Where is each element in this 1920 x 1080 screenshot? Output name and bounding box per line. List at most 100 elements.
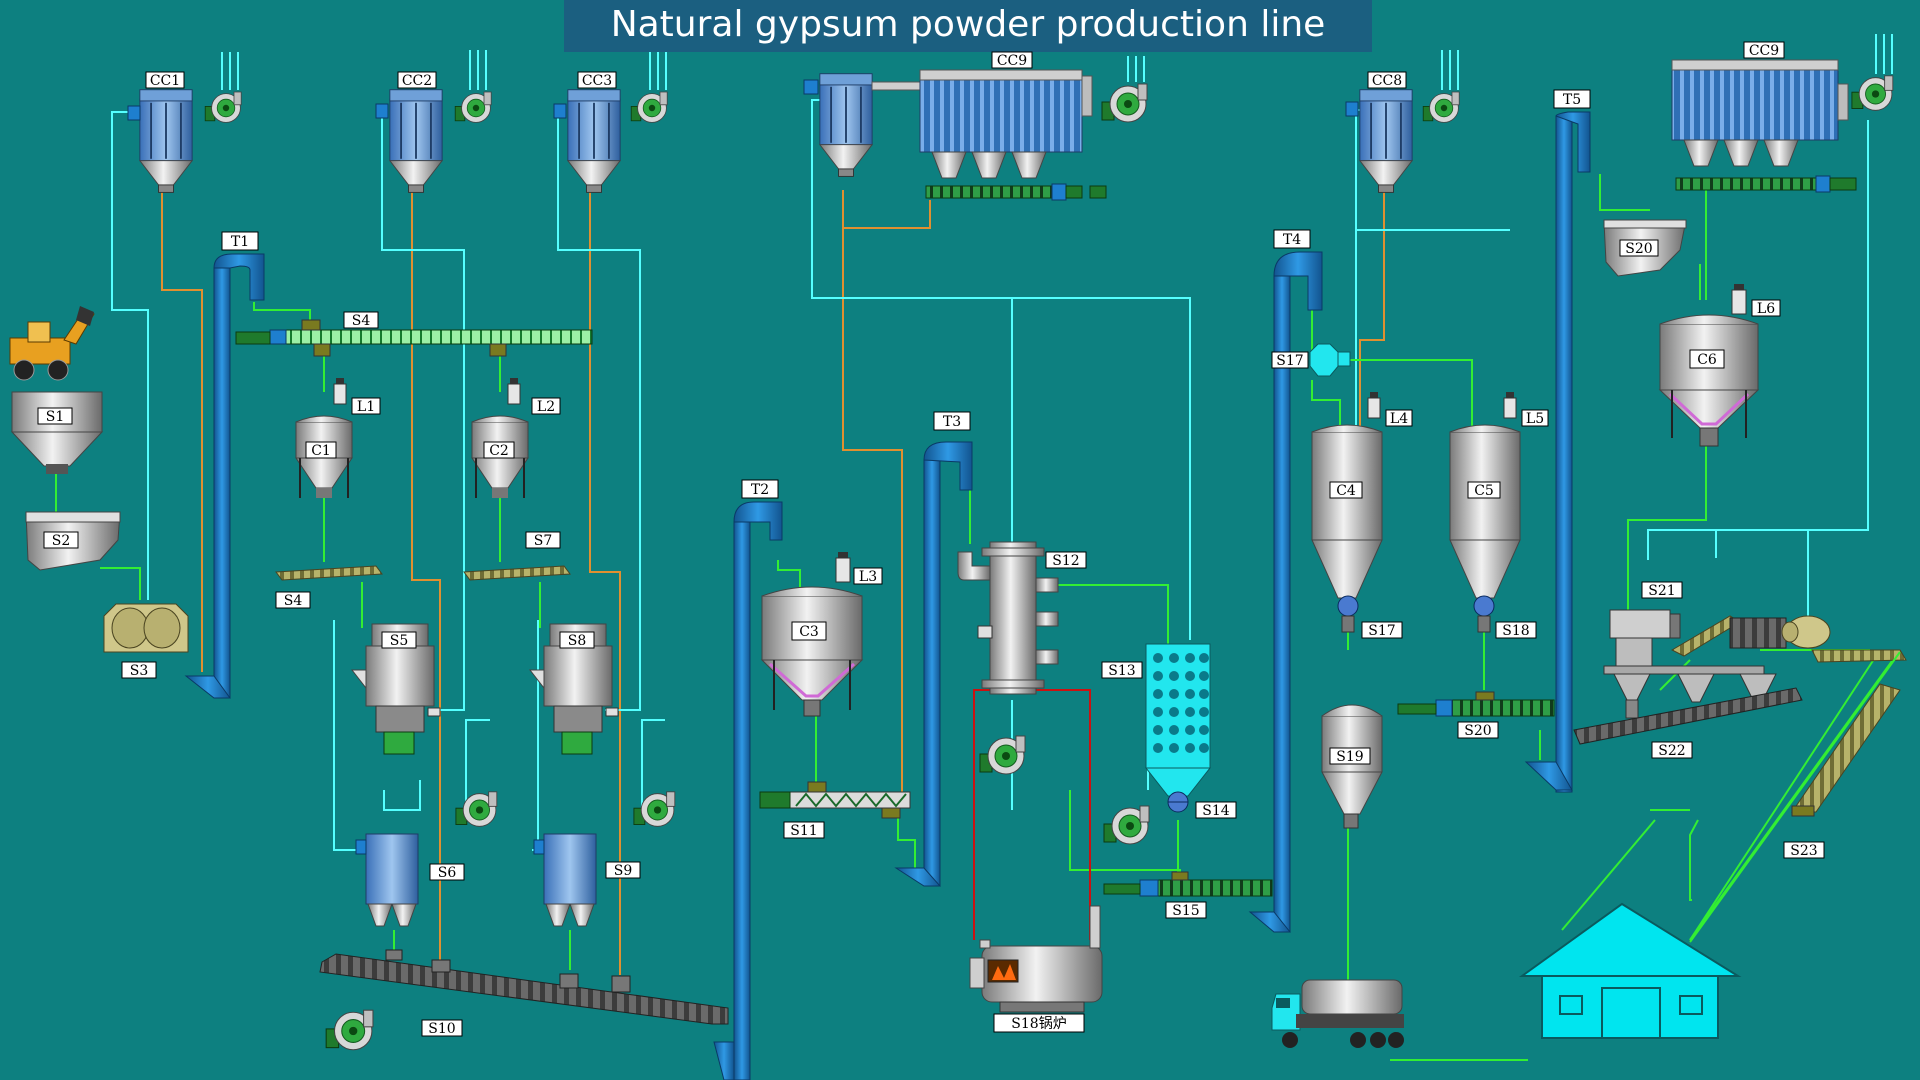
- chain-conveyor-s22: [1573, 687, 1803, 745]
- elevator-t1: [184, 253, 265, 699]
- label-s6: S6: [429, 863, 465, 881]
- label-s3: S3: [121, 661, 157, 679]
- silo-c5: [1449, 424, 1521, 633]
- svg-text:T3: T3: [943, 414, 961, 430]
- svg-text:S10: S10: [428, 1021, 455, 1037]
- bag-filter-s9: [533, 833, 597, 927]
- label-cc8: CC8: [1367, 71, 1407, 89]
- title-bar: Natural gypsum powder production line: [564, 0, 1372, 52]
- svg-text:S18: S18: [1502, 623, 1529, 639]
- label-cc1: CC1: [145, 71, 185, 89]
- svg-text:S17: S17: [1276, 353, 1303, 369]
- fan-icon: [1101, 83, 1148, 123]
- label-l3: L3: [853, 567, 883, 585]
- svg-text:S7: S7: [534, 533, 553, 549]
- label-c4: C4: [1329, 481, 1363, 499]
- warehouse-icon: [1518, 902, 1742, 1039]
- label-s23: S23: [1783, 841, 1825, 859]
- svg-text:S13: S13: [1108, 663, 1135, 679]
- label-s14: S14: [1195, 801, 1237, 819]
- dust-collector-cc2: [375, 50, 492, 194]
- svg-text:C2: C2: [489, 443, 509, 459]
- svg-text:T1: T1: [231, 234, 249, 250]
- svg-text:L5: L5: [1526, 411, 1544, 427]
- level-meter-l3: [835, 552, 851, 583]
- dust-collector-cc9-right: [1671, 34, 1894, 193]
- label-c3: C3: [791, 621, 827, 641]
- label-s20-upper: S20: [1619, 239, 1659, 257]
- screw-conveyor-s4-top: [235, 319, 593, 357]
- label-cc9-b: CC9: [1743, 41, 1785, 59]
- label-c5: C5: [1467, 481, 1501, 499]
- label-l5: L5: [1521, 409, 1549, 427]
- svg-text:S18锅炉: S18锅炉: [1011, 1016, 1066, 1032]
- fan-icon: [454, 91, 492, 123]
- bag-filter-s6: [355, 833, 419, 927]
- fan-icon: [325, 1009, 374, 1051]
- svg-text:S4: S4: [284, 593, 303, 609]
- hopper-s1: [10, 391, 104, 474]
- svg-text:C4: C4: [1336, 483, 1356, 499]
- svg-text:C6: C6: [1697, 352, 1717, 368]
- svg-text:CC9: CC9: [1749, 43, 1779, 59]
- label-s13: S13: [1101, 661, 1143, 679]
- level-meter-l4: [1367, 392, 1381, 419]
- svg-text:T2: T2: [751, 482, 769, 498]
- label-s18: S18: [1495, 621, 1537, 639]
- fan-icon: [455, 791, 498, 827]
- fan-icon: [1422, 91, 1460, 123]
- wheel-loader-icon: [9, 306, 95, 381]
- dust-collector-cc1: [127, 52, 242, 194]
- silo-c3: [760, 586, 864, 717]
- elevator-t4: [1248, 251, 1323, 933]
- svg-text:S19: S19: [1336, 749, 1363, 765]
- fan-icon: [979, 735, 1026, 775]
- label-s4-belt: S4: [275, 591, 311, 609]
- screw-conveyor-s15: [1103, 871, 1273, 897]
- svg-text:C5: C5: [1474, 483, 1494, 499]
- label-t1: T1: [221, 231, 259, 251]
- level-meter-l5: [1503, 392, 1517, 419]
- label-t2: T2: [741, 479, 779, 499]
- label-s4-top: S4: [343, 311, 379, 329]
- label-s17-top: S17: [1271, 351, 1309, 369]
- label-s11: S11: [783, 821, 825, 839]
- svg-text:L2: L2: [537, 399, 555, 415]
- label-s12: S12: [1045, 551, 1087, 569]
- dust-return-lines: [161, 160, 1385, 975]
- calciner-s12: [957, 541, 1059, 695]
- elevator-t3: [894, 441, 973, 887]
- fan-icon: [1103, 805, 1150, 845]
- svg-text:L1: L1: [357, 399, 375, 415]
- fan-icon: [633, 791, 676, 827]
- level-meter-l2: [507, 378, 521, 405]
- svg-text:CC9: CC9: [997, 53, 1027, 69]
- label-c6: C6: [1689, 349, 1725, 369]
- svg-text:S5: S5: [390, 633, 409, 649]
- svg-text:S8: S8: [568, 633, 587, 649]
- bucket-elevators: [184, 111, 1591, 1080]
- equipment-labels: CC1 CC2 CC3 CC9 CC8 CC9 T1 T2 T3 T4 T5 S…: [37, 41, 1825, 1037]
- rotary-valve-s14: [1167, 791, 1189, 813]
- svg-text:S6: S6: [438, 865, 457, 881]
- label-s7: S7: [525, 531, 561, 549]
- label-s10: S10: [421, 1019, 463, 1037]
- label-l6: L6: [1751, 299, 1781, 317]
- svg-text:CC1: CC1: [150, 73, 180, 89]
- svg-text:S15: S15: [1172, 903, 1199, 919]
- packing-machine-s21: [1603, 609, 1777, 719]
- label-l2: L2: [531, 397, 561, 415]
- svg-text:S14: S14: [1202, 803, 1229, 819]
- label-s22: S22: [1651, 741, 1693, 759]
- screw-conveyor-s11: [759, 781, 911, 819]
- label-c1: C1: [305, 441, 337, 459]
- label-s8: S8: [559, 631, 595, 649]
- inclined-belt-s23: [1791, 683, 1901, 817]
- label-t4: T4: [1273, 229, 1311, 249]
- label-s15: S15: [1165, 901, 1207, 919]
- fan-icon: [204, 91, 242, 123]
- fan-icon: [630, 91, 668, 123]
- rotary-valve-s17-top: [1309, 343, 1351, 377]
- label-s20-lower: S20: [1457, 721, 1499, 739]
